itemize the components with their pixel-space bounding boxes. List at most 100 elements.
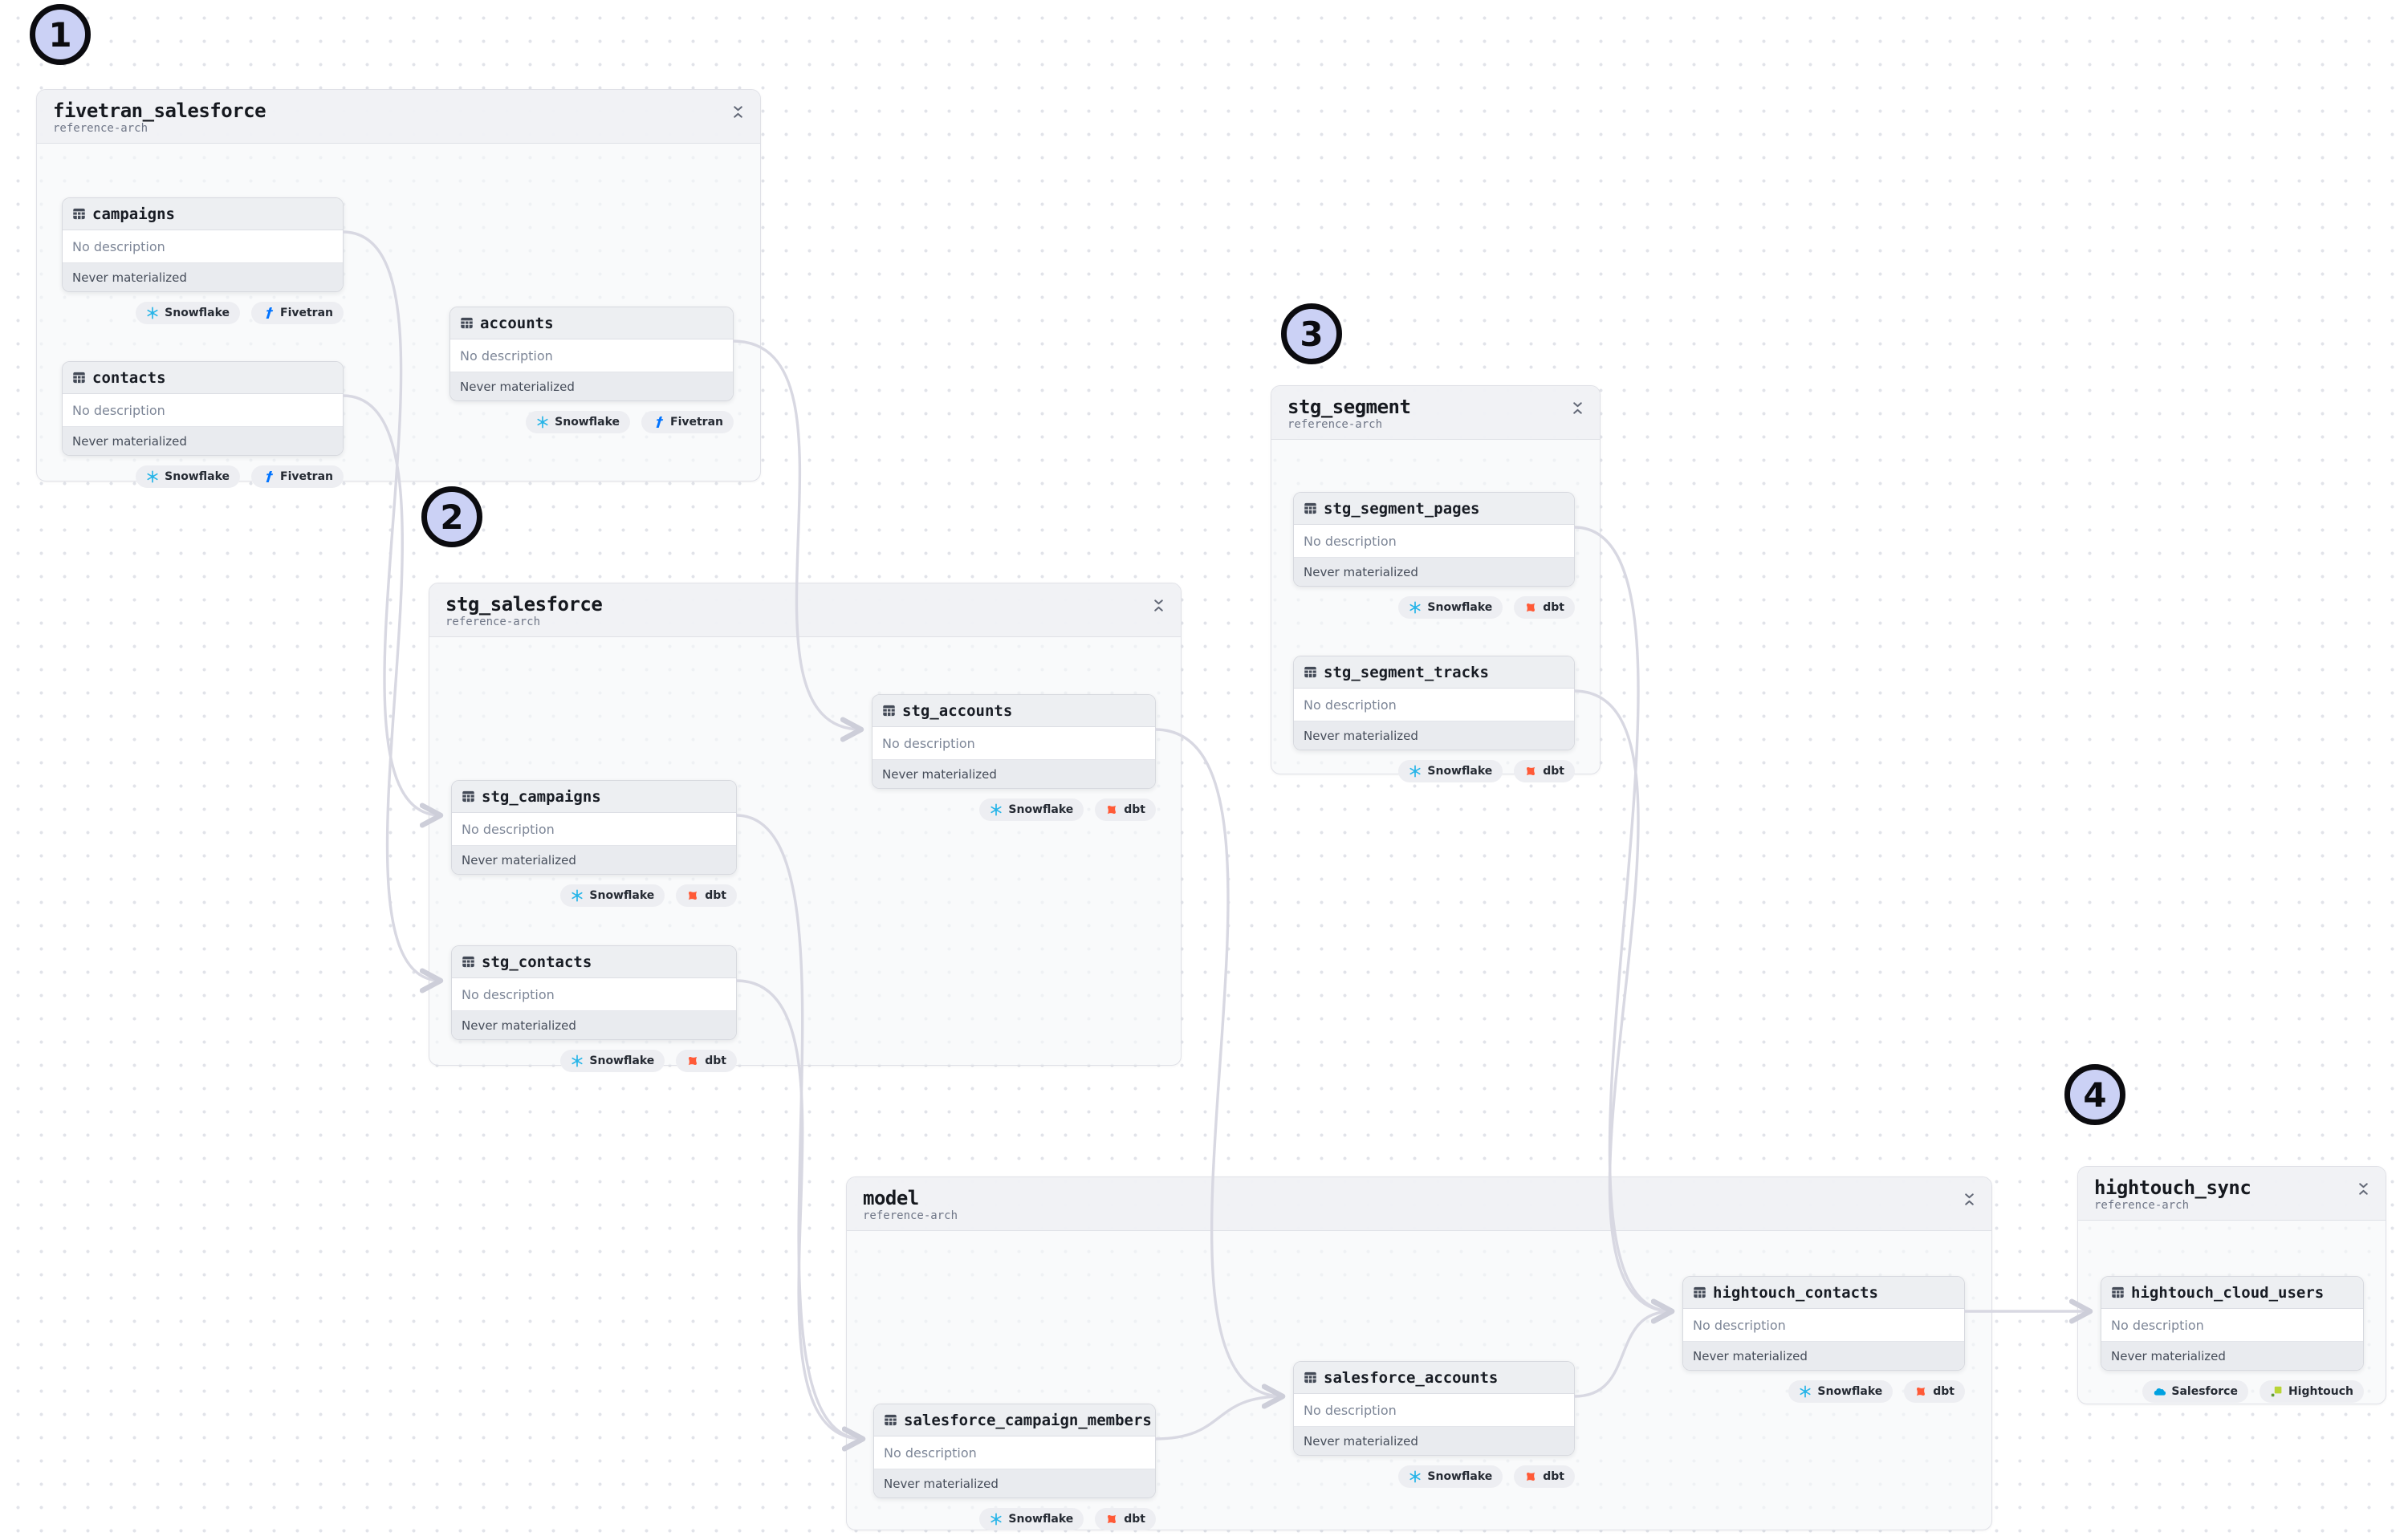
- snowflake-icon: [1409, 765, 1422, 778]
- badge-dbt[interactable]: dbt: [1904, 1380, 1965, 1403]
- badge-snowflake[interactable]: Snowflake: [979, 1508, 1084, 1530]
- table-node[interactable]: salesforce_campaign_members No descripti…: [873, 1404, 1156, 1498]
- dbt-icon: [1914, 1385, 1927, 1398]
- group-header[interactable]: fivetran_salesforce reference-arch: [37, 90, 760, 144]
- node-materialization: Never materialized: [872, 760, 1155, 788]
- group-header[interactable]: stg_salesforce reference-arch: [429, 583, 1181, 637]
- node-name: stg_segment_pages: [1324, 499, 1480, 518]
- badge-snowflake[interactable]: Snowflake: [526, 411, 630, 433]
- annotation-label: 3: [1300, 314, 1324, 354]
- table-node[interactable]: stg_accounts No description Never materi…: [872, 694, 1156, 789]
- badge-label: Snowflake: [1427, 601, 1493, 614]
- group-header[interactable]: stg_segment reference-arch: [1271, 386, 1600, 440]
- badge-snowflake[interactable]: Snowflake: [1398, 760, 1503, 782]
- collapse-vertical-icon[interactable]: [1572, 401, 1584, 418]
- badge-fivetran[interactable]: Fivetran: [641, 411, 734, 433]
- badge-snowflake[interactable]: Snowflake: [1398, 1465, 1503, 1488]
- badge-snowflake[interactable]: Snowflake: [560, 884, 665, 907]
- badge-label: Snowflake: [1008, 803, 1074, 816]
- badge-dbt[interactable]: dbt: [1514, 596, 1575, 619]
- table-node[interactable]: stg_segment_pages No description Never m…: [1293, 492, 1575, 587]
- table-node[interactable]: stg_contacts No description Never materi…: [451, 945, 737, 1040]
- group-header[interactable]: hightouch_sync reference-arch: [2078, 1167, 2386, 1221]
- group-title: fivetran_salesforce: [53, 100, 266, 122]
- table-node[interactable]: contacts No description Never materializ…: [62, 361, 344, 456]
- node-materialization: Never materialized: [2101, 1342, 2363, 1370]
- dbt-icon: [1105, 803, 1118, 816]
- badge-fivetran[interactable]: Fivetran: [251, 302, 344, 324]
- snowflake-icon: [536, 416, 549, 429]
- badge-label: Snowflake: [589, 1054, 655, 1067]
- badge-label: dbt: [705, 889, 726, 902]
- badge-snowflake[interactable]: Snowflake: [979, 798, 1084, 821]
- node-materialization: Never materialized: [1294, 721, 1574, 750]
- group-hightouch-sync[interactable]: hightouch_sync reference-arch hightouch_…: [2077, 1166, 2386, 1404]
- badge-snowflake[interactable]: Snowflake: [136, 465, 240, 488]
- badge-hightouch[interactable]: Hightouch: [2259, 1380, 2364, 1403]
- node-stg-contacts: stg_contacts No description Never materi…: [451, 945, 737, 1072]
- node-materialization: Never materialized: [450, 372, 733, 400]
- badge-dbt[interactable]: dbt: [1514, 760, 1575, 782]
- table-node[interactable]: accounts No description Never materializ…: [449, 307, 734, 401]
- table-node[interactable]: hightouch_contacts No description Never …: [1682, 1276, 1965, 1371]
- snowflake-icon: [571, 1054, 584, 1067]
- table-icon: [72, 371, 86, 384]
- annotation-circle-2: 2: [421, 486, 482, 547]
- table-node[interactable]: stg_campaigns No description Never mater…: [451, 780, 737, 875]
- badge-dbt[interactable]: dbt: [676, 1050, 737, 1072]
- table-icon: [460, 316, 474, 330]
- node-materialization: Never materialized: [874, 1469, 1155, 1497]
- table-node[interactable]: hightouch_cloud_users No description Nev…: [2101, 1276, 2364, 1371]
- node-name: salesforce_campaign_members: [904, 1411, 1152, 1429]
- badge-dbt[interactable]: dbt: [676, 884, 737, 907]
- badge-snowflake[interactable]: Snowflake: [1398, 596, 1503, 619]
- annotation-circle-4: 4: [2064, 1064, 2125, 1125]
- node-description: No description: [1294, 689, 1574, 721]
- node-name: campaigns: [92, 205, 175, 223]
- badge-fivetran[interactable]: Fivetran: [251, 465, 344, 488]
- node-materialization: Never materialized: [1683, 1342, 1964, 1370]
- group-header[interactable]: model reference-arch: [847, 1177, 1991, 1231]
- table-node[interactable]: campaigns No description Never materiali…: [62, 197, 344, 292]
- dbt-icon: [1105, 1513, 1118, 1526]
- badge-dbt[interactable]: dbt: [1095, 798, 1156, 821]
- badge-dbt[interactable]: dbt: [1514, 1465, 1575, 1488]
- node-description: No description: [452, 813, 736, 846]
- snowflake-icon: [1409, 601, 1422, 614]
- badge-snowflake[interactable]: Snowflake: [560, 1050, 665, 1072]
- node-name: stg_contacts: [482, 953, 592, 971]
- badge-label: dbt: [1543, 765, 1564, 778]
- node-description: No description: [872, 727, 1155, 760]
- badge-label: Hightouch: [2288, 1385, 2353, 1398]
- edge-contacts-to-stg-contacts: [342, 394, 441, 981]
- group-fivetran-salesforce[interactable]: fivetran_salesforce reference-arch campa…: [36, 89, 761, 488]
- node-description: No description: [2101, 1309, 2363, 1342]
- annotation-label: 1: [48, 14, 72, 55]
- group-stg-segment[interactable]: stg_segment reference-arch stg_segment_p…: [1271, 385, 1601, 782]
- collapse-vertical-icon[interactable]: [1153, 599, 1165, 616]
- snowflake-icon: [990, 803, 1003, 816]
- badge-snowflake[interactable]: Snowflake: [136, 302, 240, 324]
- group-stg-salesforce[interactable]: stg_salesforce reference-arch stg_accoun…: [429, 583, 1182, 1072]
- table-icon: [462, 955, 475, 969]
- node-description: No description: [1294, 1394, 1574, 1427]
- collapse-vertical-icon[interactable]: [732, 105, 744, 122]
- node-salesforce-accounts: salesforce_accounts No description Never…: [1293, 1361, 1575, 1488]
- collapse-vertical-icon[interactable]: [2357, 1182, 2369, 1199]
- group-subtitle: reference-arch: [863, 1209, 958, 1222]
- snowflake-icon: [571, 889, 584, 902]
- table-node[interactable]: stg_segment_tracks No description Never …: [1293, 656, 1575, 750]
- node-name: salesforce_accounts: [1324, 1368, 1499, 1387]
- node-materialization: Never materialized: [63, 427, 343, 455]
- node-description: No description: [1683, 1309, 1964, 1342]
- hightouch-icon: [2270, 1385, 2283, 1398]
- group-subtitle: reference-arch: [445, 616, 541, 628]
- group-model[interactable]: model reference-arch salesforce_campaign…: [846, 1176, 1992, 1530]
- dbt-icon: [1524, 765, 1537, 778]
- badge-snowflake[interactable]: Snowflake: [1788, 1380, 1893, 1403]
- collapse-vertical-icon[interactable]: [1963, 1193, 1975, 1209]
- table-node[interactable]: salesforce_accounts No description Never…: [1293, 1361, 1575, 1456]
- badge-salesforce[interactable]: Salesforce: [2142, 1380, 2248, 1403]
- badge-dbt[interactable]: dbt: [1095, 1508, 1156, 1530]
